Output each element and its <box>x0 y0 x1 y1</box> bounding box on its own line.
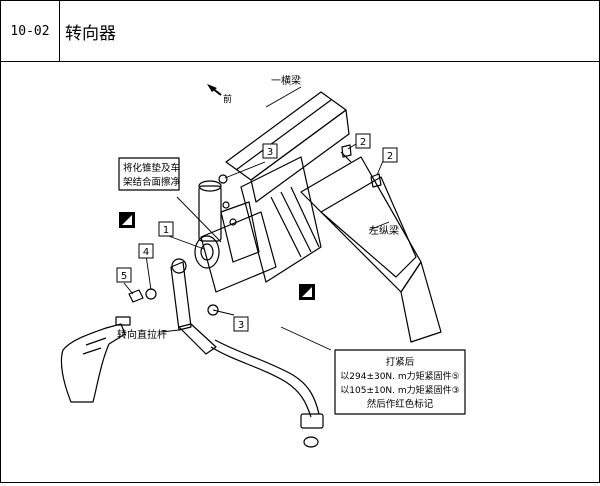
tie-rod-label: 转向直拉杆 <box>117 328 167 341</box>
steering-gear-diagram: 前 1 2 2 3 3 4 5 一横梁 左纵梁 转向直拉杆 <box>1 62 599 482</box>
part-number-3b: 3 <box>238 320 244 331</box>
torque-line-3: 以105±10N. m力矩紧固件③ <box>340 384 459 396</box>
page-header: 10-02 转向器 <box>1 1 599 62</box>
cross-member-beam <box>225 91 350 203</box>
forward-arrow-icon <box>207 84 222 96</box>
note-box <box>118 157 180 191</box>
torque-line-4: 然后作红色标记 <box>367 398 434 410</box>
section-code: 10-02 <box>1 1 60 61</box>
part-number-tags: 1 2 2 3 3 4 5 <box>116 133 398 332</box>
torque-line-1: 打紧后 <box>386 356 415 368</box>
part-number-3a: 3 <box>267 147 273 158</box>
note-line-1: 将化锥垫及车 <box>123 162 180 174</box>
torque-box <box>334 349 466 415</box>
part-number-2b: 2 <box>387 151 393 162</box>
direction-label: 前 <box>223 93 232 105</box>
left-frame-rail <box>300 151 442 343</box>
torque-line-2: 以294±30N. m力矩紧固件⑤ <box>340 370 459 382</box>
cross-member-label: 一横梁 <box>271 74 301 87</box>
part-number-1: 1 <box>163 225 169 236</box>
part-number-2a: 2 <box>360 137 366 148</box>
sealant-markers <box>119 212 315 300</box>
frame-bolts <box>341 144 382 188</box>
drag-link-assembly <box>170 258 324 448</box>
section-title: 转向器 <box>65 23 116 44</box>
mounting-bracket <box>240 156 322 283</box>
part-number-4: 4 <box>143 247 149 258</box>
left-rail-label: 左纵梁 <box>369 224 399 237</box>
note-line-2: 架结合面擦净 <box>123 176 181 188</box>
leader-lines <box>123 86 390 351</box>
steering-gear-housing <box>194 180 277 293</box>
part-number-5: 5 <box>121 271 127 282</box>
nut-washer-set <box>128 174 228 316</box>
torque-tool-hand <box>60 316 131 403</box>
